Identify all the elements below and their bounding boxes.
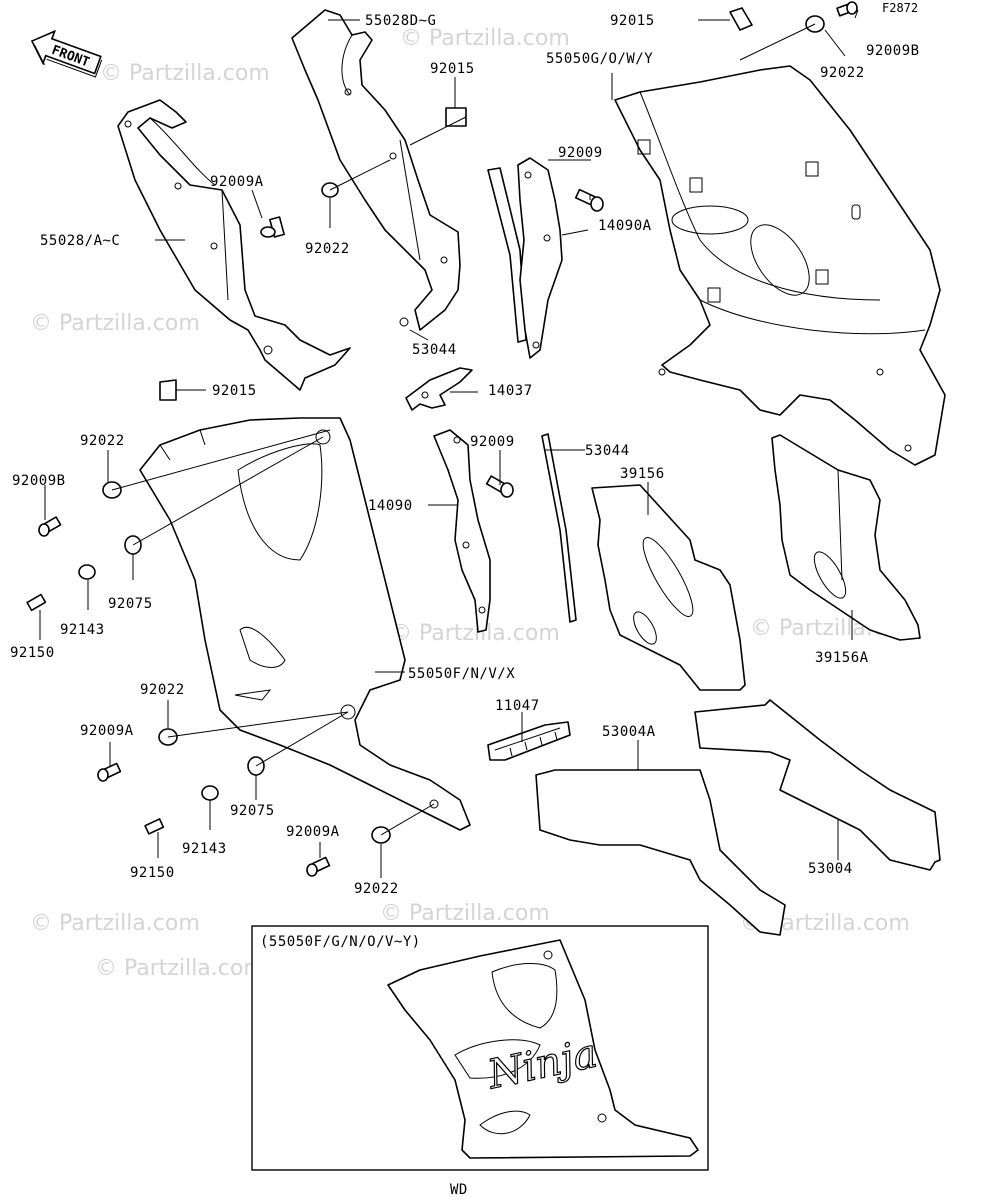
label-53044-top: 53044: [412, 342, 457, 358]
label-92015-right: 92015: [610, 13, 655, 29]
label-92009b-left: 92009B: [12, 473, 66, 489]
part-labels: 55028D~G 92015 55050G/O/W/Y 92015 92009B…: [10, 13, 920, 897]
label-92150-a: 92150: [10, 645, 55, 661]
leader-lines: [39, 9, 859, 878]
inner-cover-55028d: [291, 9, 461, 331]
watermark-7: © Partzilla.com: [30, 911, 200, 936]
label-92022-top: 92022: [820, 65, 865, 81]
inset-fairing: Ninja: [387, 939, 699, 1159]
label-92150-b: 92150: [130, 865, 175, 881]
inner-cover-55028: [117, 99, 351, 391]
label-55050f: 55050F/N/V/X: [408, 666, 515, 682]
cover-53004a: [535, 769, 786, 936]
watermark-10: © Partzilla.com: [95, 956, 265, 981]
clip-14037: [405, 367, 473, 411]
bolt-92009a-top: [260, 216, 285, 238]
watermark-2: © Partzilla.com: [400, 26, 570, 51]
label-92022-left: 92022: [80, 433, 125, 449]
label-55028dg: 55028D~G: [365, 13, 436, 29]
inset-title: (55050F/G/N/O/V~Y): [260, 934, 421, 950]
label-53004: 53004: [808, 861, 853, 877]
label-92009-top: 92009: [558, 145, 603, 161]
label-92075-a: 92075: [108, 596, 153, 612]
clip-92015-right: [729, 7, 753, 31]
bracket-11047: [487, 721, 571, 761]
upper-fairing-55050g: [614, 65, 946, 466]
strip-53044-mid: [541, 433, 577, 623]
label-39156: 39156: [620, 466, 665, 482]
label-92009-mid: 92009: [470, 434, 515, 450]
inset-box: (55050F/G/N/O/V~Y) Ninja: [251, 925, 709, 1171]
label-39156a: 39156A: [815, 650, 869, 666]
label-92022-bot: 92022: [354, 881, 399, 897]
watermark-5: © Partzilla.com: [390, 621, 560, 646]
label-14037: 14037: [488, 383, 533, 399]
cover-53004: [694, 699, 941, 871]
bolt-92150-b: [144, 818, 165, 835]
pad-39156a: [771, 434, 921, 641]
watermark-8: © Partzilla.com: [380, 901, 550, 926]
bolt-92009a-low: [97, 762, 122, 782]
label-92143-b: 92143: [182, 841, 227, 857]
pad-39156: [591, 484, 746, 691]
label-14090: 14090: [368, 498, 413, 514]
label-92015-left: 92015: [212, 383, 257, 399]
bolt-92150-a: [26, 593, 47, 612]
bracket-14090: [433, 429, 491, 633]
label-53044-mid: 53044: [585, 443, 630, 459]
bolt-92009-top: [574, 188, 604, 212]
label-92143-a: 92143: [60, 622, 105, 638]
collar-92075-b: [247, 756, 265, 776]
damper-92143-a: [78, 564, 96, 580]
label-53004a: 53004A: [602, 724, 656, 740]
damper-92143-b: [201, 785, 219, 801]
label-92015-top: 92015: [430, 61, 475, 77]
label-92009a-low: 92009A: [80, 723, 134, 739]
label-92009a-top: 92009A: [210, 174, 264, 190]
label-55028ac: 55028/A~C: [40, 233, 120, 249]
bolt-92009a-bot: [306, 856, 331, 877]
label-92075-b: 92075: [230, 803, 275, 819]
label-92022-low: 92022: [140, 682, 185, 698]
label-14090a: 14090A: [598, 218, 652, 234]
label-92009a-bot: 92009A: [286, 824, 340, 840]
bolt-92009b-top: [836, 1, 858, 17]
label-92022-mid: 92022: [305, 241, 350, 257]
figure-code: F2872: [882, 1, 918, 15]
label-92009b-top: 92009B: [866, 43, 920, 59]
caption-wd: WD: [450, 1182, 468, 1198]
bracket-14090a: [517, 157, 563, 359]
watermark-1: © Partzilla.com: [100, 61, 270, 86]
bolt-92009-mid: [485, 475, 514, 498]
clip-92015-top: [445, 107, 467, 127]
bolt-92009b-left: [38, 516, 62, 537]
label-11047: 11047: [495, 698, 540, 714]
lower-fairing-55050f: [139, 417, 471, 831]
front-arrow-icon: FRONT: [30, 29, 103, 78]
label-55050g: 55050G/O/W/Y: [546, 51, 653, 67]
watermark-3: © Partzilla.com: [30, 311, 200, 336]
clip-92015-left: [159, 379, 177, 401]
